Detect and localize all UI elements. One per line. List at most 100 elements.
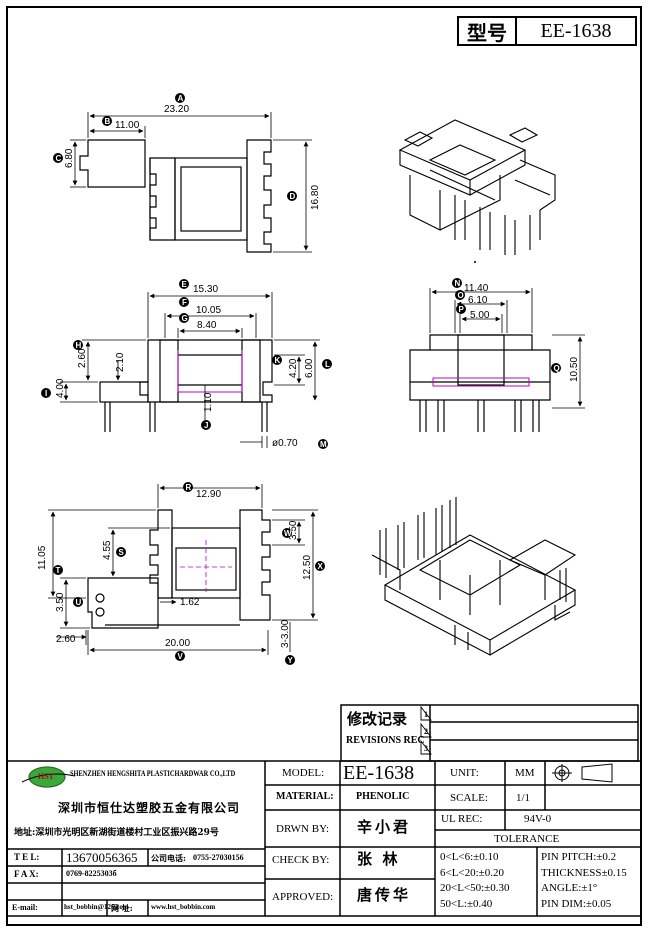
drawn-value: 辛小君 xyxy=(357,818,412,836)
svg-text:F: F xyxy=(182,298,187,307)
dim-r: 12.90 xyxy=(196,489,221,500)
dim-j: 1.10 xyxy=(203,392,214,412)
logo-text: HST xyxy=(38,772,55,781)
fax-label: F A X: xyxy=(14,869,39,879)
tel-label: T E L: xyxy=(14,852,40,862)
iso-view-bottom xyxy=(371,497,577,656)
svg-text:I: I xyxy=(45,389,47,398)
company-phone-label: 公司电话: xyxy=(151,853,186,863)
dim-f: 10.05 xyxy=(196,305,221,316)
svg-text:L: L xyxy=(325,360,330,369)
badge-r: R xyxy=(183,482,193,492)
dim-s: 4.55 xyxy=(102,540,113,560)
dim-e: 15.30 xyxy=(193,284,218,295)
dim-t: 11.05 xyxy=(37,545,48,570)
dim-b: 11.00 xyxy=(115,120,140,131)
svg-text:S: S xyxy=(119,548,125,557)
scale-label: SCALE: xyxy=(450,792,488,804)
svg-text:D: D xyxy=(290,192,296,201)
unit-value: MM xyxy=(515,767,535,779)
ul-value: 94V-0 xyxy=(524,813,552,825)
dim-l: 6.00 xyxy=(304,358,315,378)
side-view-dims xyxy=(429,288,585,409)
bottom-view-dims xyxy=(48,484,318,655)
approved-value: 唐传华 xyxy=(357,886,412,904)
svg-text:W: W xyxy=(284,529,292,538)
dimension-labels: 23.20 11.00 6.80 16.80 15.30 10.05 8.40 … xyxy=(37,104,580,649)
badge-p: P xyxy=(456,304,466,314)
svg-text:N: N xyxy=(455,279,461,288)
dimension-badges: A B C D E F G H I J K L M N O P Q R S T … xyxy=(41,93,561,665)
top-view-dims xyxy=(70,112,312,253)
dim-k: 4.20 xyxy=(288,358,299,378)
badge-d: D xyxy=(287,191,297,201)
badge-x: X xyxy=(315,561,325,571)
svg-text:Q: Q xyxy=(554,364,560,373)
badge-h: H xyxy=(73,340,83,350)
dim-q: 10.50 xyxy=(569,357,580,382)
badge-l: L xyxy=(322,359,332,369)
top-view xyxy=(79,139,272,253)
svg-text:V: V xyxy=(178,652,184,661)
web-label: 网 址: xyxy=(111,903,133,913)
scale-value: 1/1 xyxy=(516,792,531,804)
spec-row-1: PIN PITCH:±0.2 xyxy=(541,851,617,863)
tel-value: 13670056365 xyxy=(66,850,138,865)
badge-y: Y xyxy=(285,655,295,665)
dim-o: 6.10 xyxy=(468,295,488,306)
svg-text:J: J xyxy=(204,421,208,430)
dim-y: 3-3.00 xyxy=(280,619,291,648)
drawn-label: DRWN BY: xyxy=(276,823,330,835)
tolerance-row-2: 6<L<20:±0.20 xyxy=(440,867,504,879)
dim-h: 2.60 xyxy=(77,348,88,368)
svg-text:K: K xyxy=(275,356,281,365)
svg-text:B: B xyxy=(105,117,111,126)
rev-mark-2: 2 xyxy=(424,727,428,736)
dim-a: 23.20 xyxy=(164,104,189,115)
tolerance-row-3: 20<L<50:±0.30 xyxy=(440,882,510,894)
dim-n: 11.40 xyxy=(464,283,489,294)
badge-e: E xyxy=(179,279,189,289)
revisions-cn: 修改记录 xyxy=(347,710,408,728)
approved-label: APPROVED: xyxy=(272,891,334,903)
model-header-label: 型号 xyxy=(459,18,517,45)
badge-o: O xyxy=(455,290,465,300)
dim-i: 4.00 xyxy=(55,378,66,398)
company-address: 地址:深圳市光明区新湖街道楼村工业区振兴路29号 xyxy=(14,828,219,838)
svg-text:P: P xyxy=(459,305,465,314)
company-logo-icon xyxy=(21,766,76,788)
model-header-box: 型号 EE-1638 xyxy=(457,16,637,46)
badge-n: N xyxy=(452,278,462,288)
dim-x: 12.50 xyxy=(302,555,313,580)
company-name-cn: 深圳市恒仕达塑胶五金有限公司 xyxy=(58,801,241,815)
svg-text:E: E xyxy=(182,280,188,289)
badge-w: W xyxy=(282,528,292,538)
web-value: www.hst_bobbin.com xyxy=(151,903,216,911)
spec-row-4: PIN DIM:±0.05 xyxy=(541,898,612,910)
svg-text:A: A xyxy=(178,94,184,103)
badge-m: M xyxy=(318,439,328,449)
bottom-view-centerline xyxy=(180,540,232,592)
badge-v: V xyxy=(175,651,185,661)
svg-text:C: C xyxy=(56,154,62,163)
dim-v: 20.00 xyxy=(165,638,190,649)
model-row-label: MODEL: xyxy=(282,767,325,779)
dim-m: ø0.70 xyxy=(272,438,298,449)
tolerance-row-1: 0<L<6:±0.10 xyxy=(440,851,499,863)
badge-g: G xyxy=(179,313,189,323)
badge-c: C xyxy=(53,153,63,163)
spec-row-2: THICKNESS±0.15 xyxy=(541,867,627,879)
rev-mark-3: 3 xyxy=(424,744,428,753)
dim-d: 16.80 xyxy=(310,185,321,210)
front-view-dims xyxy=(60,292,320,448)
badge-u: U xyxy=(73,597,83,607)
ul-label: UL REC: xyxy=(441,813,483,825)
dim-162: 1.62 xyxy=(180,597,200,608)
model-row-value: EE-1638 xyxy=(343,762,415,784)
rev-mark-1: 1 xyxy=(424,710,428,719)
material-value: PHENOLIC xyxy=(356,791,410,802)
dim-c: 6.80 xyxy=(64,148,75,168)
badge-t: T xyxy=(53,565,63,575)
side-view-core-outline xyxy=(432,377,530,387)
